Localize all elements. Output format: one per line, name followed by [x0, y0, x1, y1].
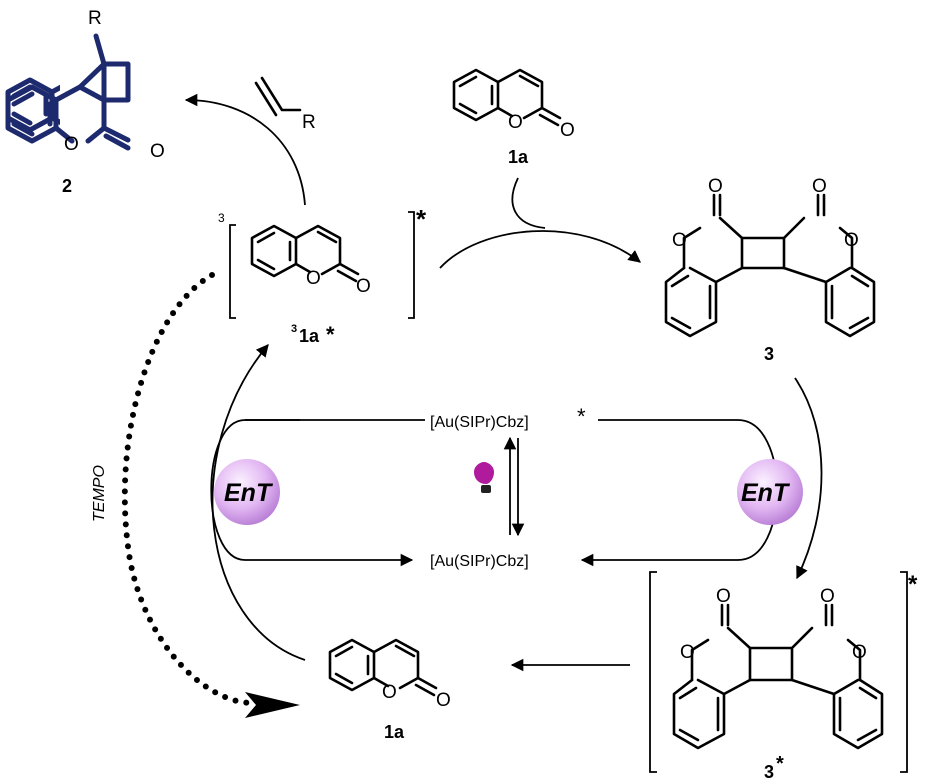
triplet-superscript: 3 [218, 211, 225, 225]
coumarin-bottom-label: 1a [384, 722, 405, 742]
coumarin-top-ring-oxygen: O [508, 112, 523, 133]
ent-right-sphere [737, 459, 803, 525]
dimer-excited-ring-oxygen-1: O [680, 642, 695, 663]
triplet-ring-oxygen: O [306, 268, 321, 289]
alkene-structure [254, 76, 302, 117]
dimer-excited-oxygen-2: O [820, 586, 835, 607]
catalyst-ground-label: [Au(SIPr)Cbz] [430, 553, 529, 570]
tempo-dotted-arrow [121, 272, 253, 706]
dimer-3-structure [664, 193, 876, 338]
cycle-left-loop [210, 419, 414, 567]
product-2-label: 2 [62, 176, 72, 196]
dimer-excited-label-star: * [776, 753, 784, 775]
triplet-label-star: * [326, 322, 335, 347]
coumarin-bottom-ring-oxygen: O [382, 682, 397, 703]
product-2-carbonyl-oxygen: O [150, 141, 165, 162]
coumarin-top-carbonyl-oxygen: O [560, 120, 575, 141]
dimer-excited-bracket [649, 571, 908, 773]
triplet-label: 1a [299, 326, 320, 346]
catalyst-excited-star: * [577, 404, 586, 429]
triplet-label-superscript: 3 [291, 323, 297, 335]
tempo-label: TEMPO [91, 465, 108, 522]
product-2-rings [5, 33, 131, 151]
coumarin-bottom-carbonyl-oxygen: O [436, 690, 451, 711]
coumarin-bottom-structure [328, 638, 438, 697]
dimer-3-ring-oxygen-1: O [672, 230, 687, 251]
tempo-arrowhead [245, 692, 300, 718]
arrow-to-product-2 [184, 93, 306, 206]
arrow-to-dimer-excited [794, 377, 823, 580]
ent-left-label: EnT [224, 479, 274, 507]
dimer-excited-structure [672, 603, 884, 750]
dimer-excited-bracket-star: * [908, 571, 918, 598]
dimer-3-label: 3 [764, 344, 774, 364]
catalyst-excited-label: [Au(SIPr)Cbz] [430, 414, 529, 431]
dimer-excited-ring-oxygen-2: O [852, 642, 867, 663]
dimer-3-oxygen-1: O [708, 176, 723, 197]
triplet-structure [250, 224, 360, 283]
arrow-coumarin-merge [511, 177, 546, 229]
dimer-3-ring-oxygen-2: O [844, 230, 859, 251]
product-2-r-group: R [88, 8, 102, 29]
triplet-bracket [229, 211, 415, 319]
arrow-to-triplet [211, 344, 306, 661]
dimer-3-oxygen-2: O [812, 176, 827, 197]
arrow-to-dimer-3 [439, 230, 641, 269]
triplet-carbonyl-oxygen: O [356, 276, 371, 297]
triplet-star: * [416, 204, 427, 234]
product-2-ring-oxygen: O [64, 134, 79, 155]
ent-left-sphere [214, 459, 280, 525]
alkene-r-group: R [302, 112, 316, 133]
light-bulb-icon [474, 462, 494, 493]
coumarin-top-structure [452, 68, 562, 127]
coumarin-top-label: 1a [508, 147, 529, 167]
dimer-excited-label: 3 [764, 762, 774, 782]
dimer-excited-oxygen-1: O [716, 586, 731, 607]
ent-right-label: EnT [741, 479, 791, 507]
